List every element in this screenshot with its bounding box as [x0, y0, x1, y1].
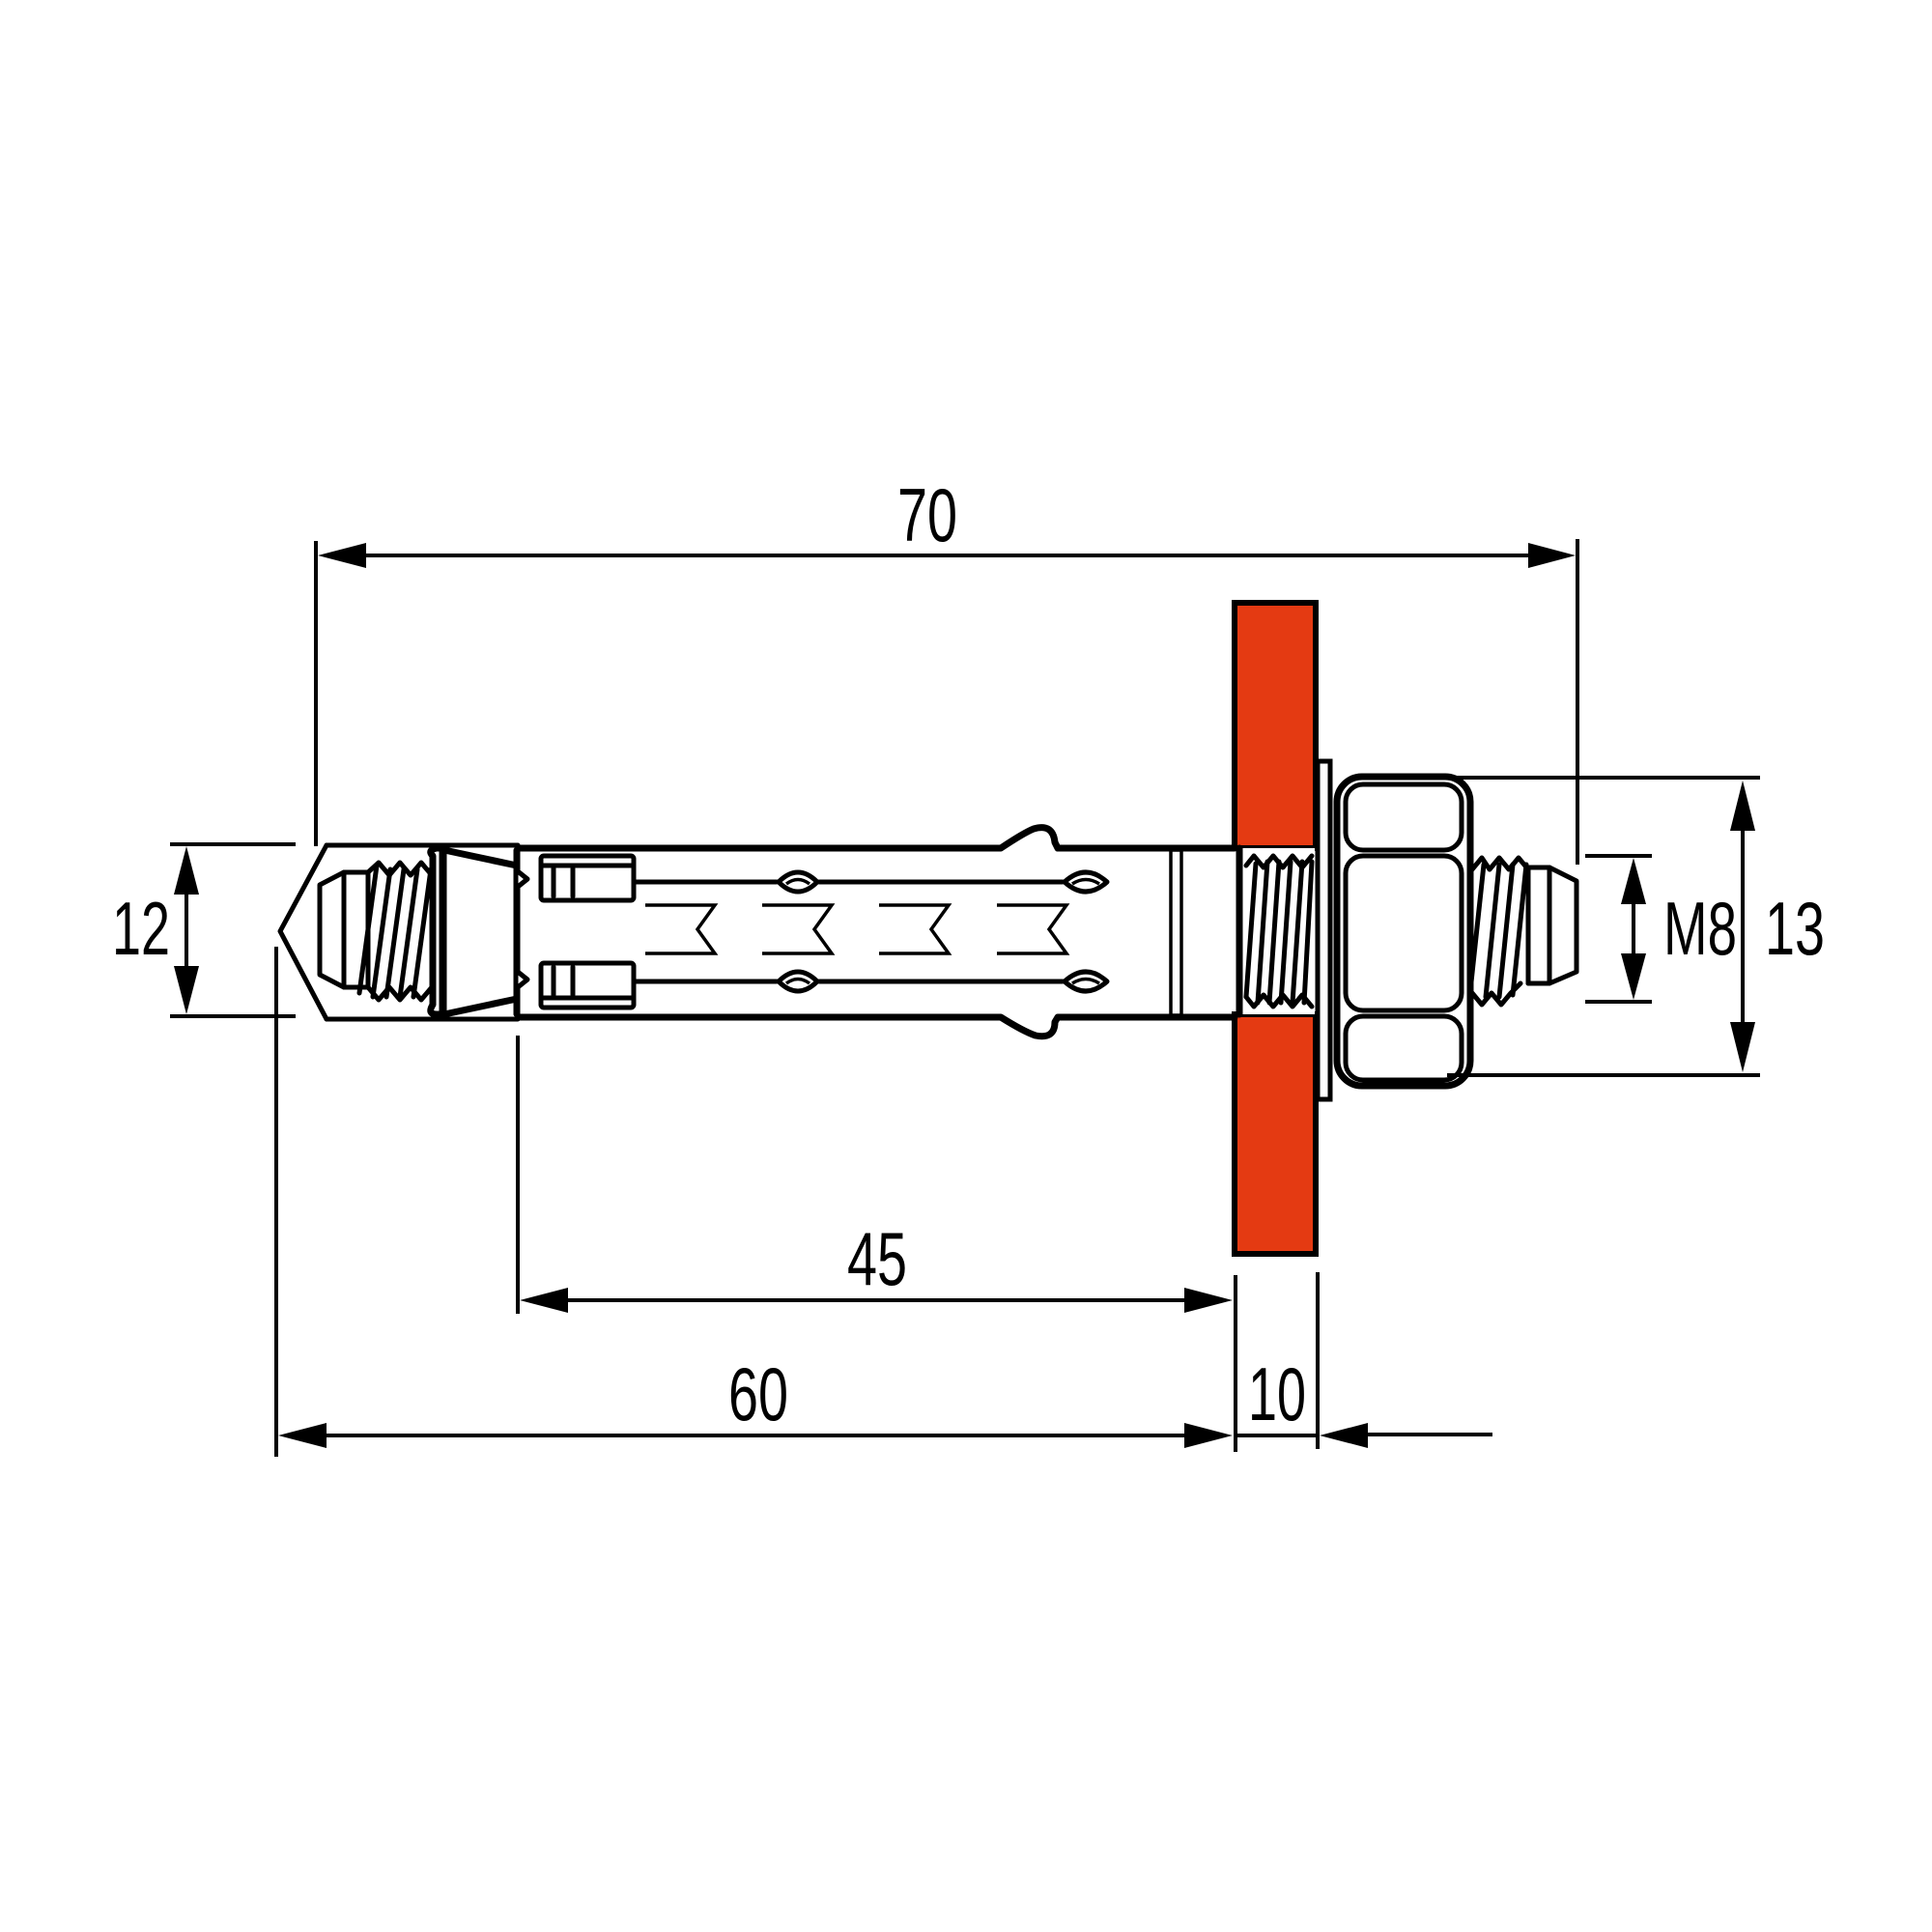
- dimension-label-13: 13: [1765, 886, 1825, 971]
- dimension-overall-length: 70: [314, 472, 1579, 865]
- bolt-thread-plate: [1236, 844, 1315, 1018]
- break-marks: [645, 903, 1070, 955]
- sleeve: [514, 824, 1238, 1040]
- dimension-thread-size: M8: [1585, 854, 1737, 1004]
- dimension-hole-depth: 60: [274, 947, 1233, 1457]
- dimension-label-M8: M8: [1663, 886, 1737, 971]
- dimension-label-12: 12: [112, 886, 170, 971]
- dimension-label-70: 70: [897, 472, 957, 557]
- dimension-min-embedment: 45: [516, 1036, 1233, 1314]
- slit-eyes: [776, 869, 1110, 994]
- hex-nut: [1333, 773, 1474, 1090]
- threaded-bolt: [1467, 855, 1579, 1008]
- dimension-sleeve-diameter: 12: [112, 842, 296, 1018]
- dimension-label-45: 45: [847, 1216, 907, 1301]
- dimension-label-10: 10: [1248, 1351, 1306, 1436]
- dimension-nut-width: 13: [1447, 776, 1825, 1077]
- dimension-label-60: 60: [728, 1351, 788, 1436]
- expansion-cone: [277, 842, 521, 1022]
- washer: [1315, 758, 1333, 1102]
- dimension-fixture-thickness: 10: [1234, 1272, 1492, 1452]
- fixture-plate: [1232, 600, 1319, 1257]
